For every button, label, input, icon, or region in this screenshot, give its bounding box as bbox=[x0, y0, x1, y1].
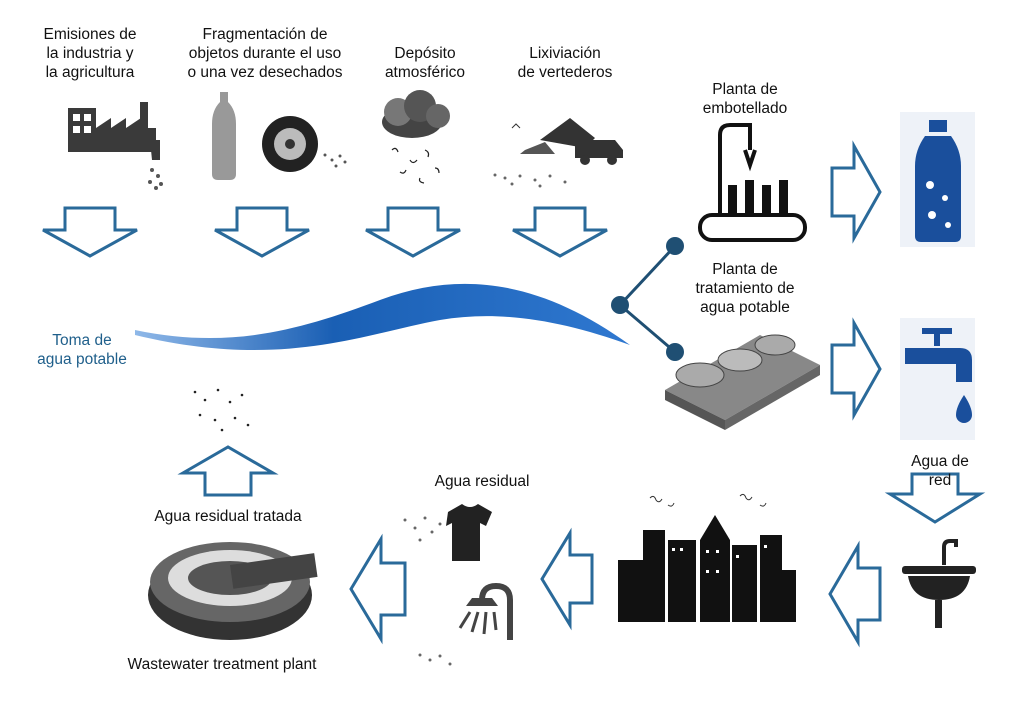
arrow-right-1 bbox=[830, 140, 882, 244]
label-wastewater: Wastewater treatment plant bbox=[127, 656, 317, 673]
river bbox=[135, 283, 630, 351]
city-icon bbox=[618, 493, 796, 622]
factory-icon bbox=[68, 102, 163, 190]
arrow-down-2 bbox=[213, 206, 311, 258]
bottle-tire-icon bbox=[212, 92, 347, 180]
arrow-right-2 bbox=[830, 317, 882, 421]
arrow-left-3 bbox=[349, 533, 407, 645]
arrow-left-1 bbox=[828, 540, 882, 648]
wastewater-plant-icon bbox=[148, 542, 318, 640]
arrow-left-2 bbox=[540, 527, 594, 631]
label-agua-residual-tratada: Agua residual tratada bbox=[154, 508, 302, 525]
label-lixiviacion: Lixiviación de vertederos bbox=[517, 45, 613, 81]
arrow-up bbox=[177, 445, 279, 497]
label-embotellado: Planta de embotellado bbox=[702, 81, 788, 117]
branch-connector bbox=[611, 237, 684, 361]
sink-icon bbox=[902, 539, 976, 628]
microplastic-particles-icon bbox=[193, 388, 250, 432]
arrow-down-right bbox=[884, 472, 986, 524]
label-toma: Toma de agua potable bbox=[37, 332, 127, 368]
tap-icon bbox=[900, 318, 975, 440]
water-bottle-icon bbox=[900, 112, 975, 247]
label-fragmentacion: Fragmentación de objetos durante el uso … bbox=[187, 26, 343, 81]
arrow-down-4 bbox=[511, 206, 609, 258]
label-emisiones: Emisiones de la industria y la agricultu… bbox=[43, 26, 137, 81]
label-agua-residual: Agua residual bbox=[434, 473, 530, 490]
shirt-shower-icon bbox=[403, 504, 513, 666]
treatment-plant-icon bbox=[665, 334, 820, 430]
label-agua-red: Agua de red bbox=[911, 453, 969, 489]
bottling-machine-icon bbox=[698, 123, 807, 242]
label-tratamiento: Planta de tratamiento de agua potable bbox=[695, 261, 795, 316]
dump-truck-icon bbox=[493, 118, 623, 188]
cloud-icon bbox=[382, 90, 450, 184]
arrow-down-1 bbox=[41, 206, 139, 258]
arrow-down-3 bbox=[364, 206, 462, 258]
label-deposito: Depósito atmosférico bbox=[384, 45, 466, 81]
